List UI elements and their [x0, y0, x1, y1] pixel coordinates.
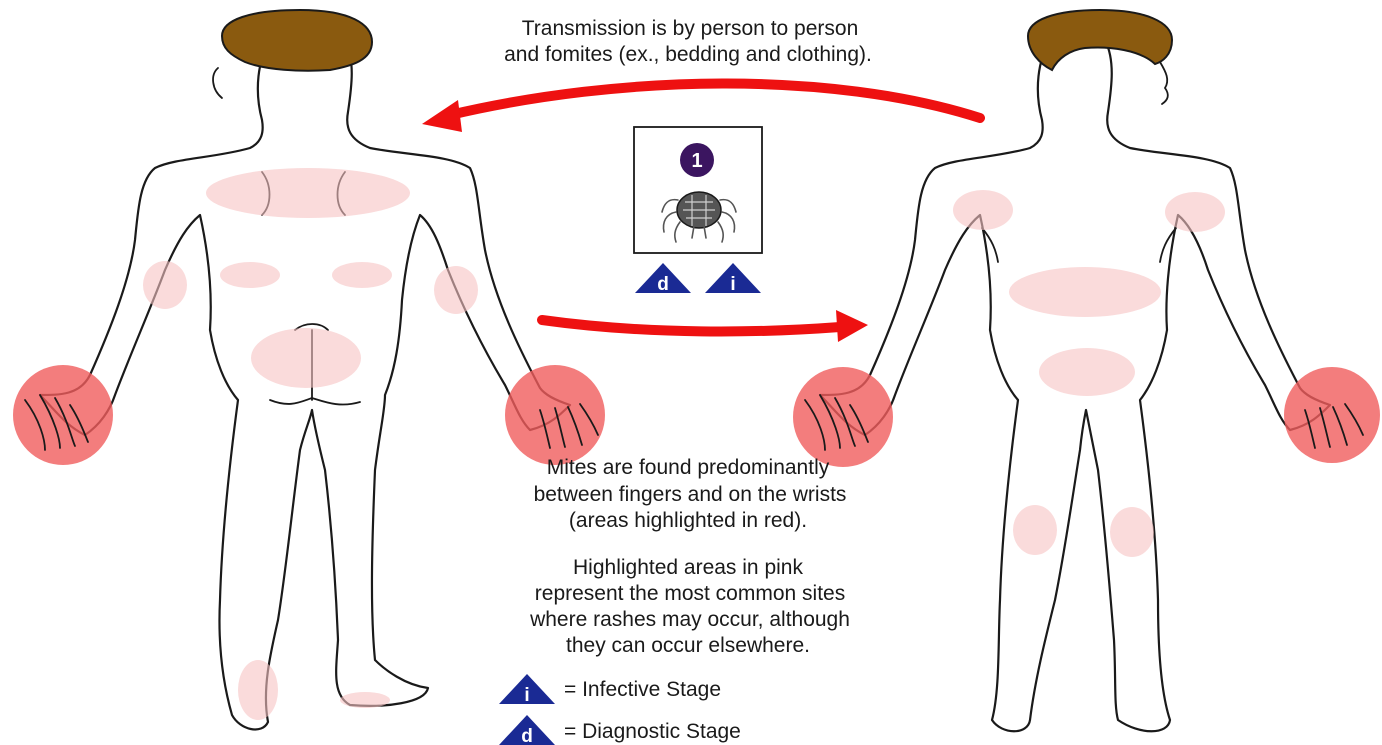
rash-area-knee-left — [1013, 505, 1057, 555]
back-ear — [213, 68, 222, 98]
transmission-line-1: Transmission is by person to person — [522, 17, 859, 40]
stage-box: 1 d i — [634, 127, 762, 295]
arrow-right-to-left — [450, 83, 980, 118]
rash-area-elbow-left — [143, 261, 187, 309]
legend-infective-letter: i — [524, 685, 529, 706]
mites-line-2: between fingers and on the wrists — [534, 483, 847, 506]
rash-area-upper-back — [206, 168, 410, 218]
pink-line-1: Highlighted areas in pink — [573, 556, 803, 579]
pink-line-4: they can occur elsewhere. — [566, 634, 810, 657]
rash-area-waist-front — [1009, 267, 1161, 317]
legend-diagnostic-label: = Diagnostic Stage — [564, 720, 741, 743]
arrow-left-to-right — [542, 320, 840, 331]
infective-badge: i — [705, 263, 761, 295]
rash-area-knee-right — [1110, 507, 1154, 557]
mite-area-hand-front-right — [1284, 367, 1380, 463]
mite-area-hand-front-left — [793, 367, 893, 467]
mites-line-1: Mites are found predominantly — [547, 456, 830, 479]
rash-area-waist-right — [332, 262, 392, 288]
rash-area-waist-left — [220, 262, 280, 288]
rash-area-elbow-right — [434, 266, 478, 314]
stage-number: 1 — [691, 150, 702, 172]
rash-area-ankle-left — [238, 660, 278, 720]
transmission-line-2: and fomites (ex., bedding and clothing). — [504, 43, 872, 66]
rash-area-buttocks — [251, 328, 361, 388]
mites-line-3: (areas highlighted in red). — [569, 509, 807, 532]
infective-badge-letter: i — [730, 274, 735, 295]
front-face-profile — [1160, 62, 1168, 104]
arrow-right-to-left-head — [422, 100, 462, 132]
transmission-caption: Transmission is by person to person and … — [504, 17, 872, 66]
rash-area-armpit-right — [1165, 192, 1225, 232]
pink-areas-caption: Highlighted areas in pink represent the … — [529, 556, 850, 657]
rash-area-foot-right — [340, 692, 390, 708]
legend-infective: i = Infective Stage — [499, 674, 721, 706]
diagnostic-badge-letter: d — [657, 274, 669, 295]
legend-infective-label: = Infective Stage — [564, 678, 721, 701]
pink-line-3: where rashes may occur, although — [529, 608, 850, 631]
mite-area-hand-right — [505, 365, 605, 465]
legend: i = Infective Stage d = Diagnostic Stage — [499, 674, 741, 745]
diagnostic-badge: d — [635, 263, 691, 295]
front-view-figure — [793, 10, 1380, 731]
rash-area-armpit-left — [953, 190, 1013, 230]
legend-diagnostic-letter: d — [521, 726, 533, 745]
arrow-left-to-right-head — [836, 310, 868, 342]
rash-area-groin — [1039, 348, 1135, 396]
mites-caption: Mites are found predominantly between fi… — [534, 456, 847, 532]
pink-line-2: represent the most common sites — [535, 582, 845, 605]
back-hair — [222, 10, 372, 71]
back-view-figure — [13, 10, 605, 729]
legend-diagnostic: d = Diagnostic Stage — [499, 715, 741, 745]
